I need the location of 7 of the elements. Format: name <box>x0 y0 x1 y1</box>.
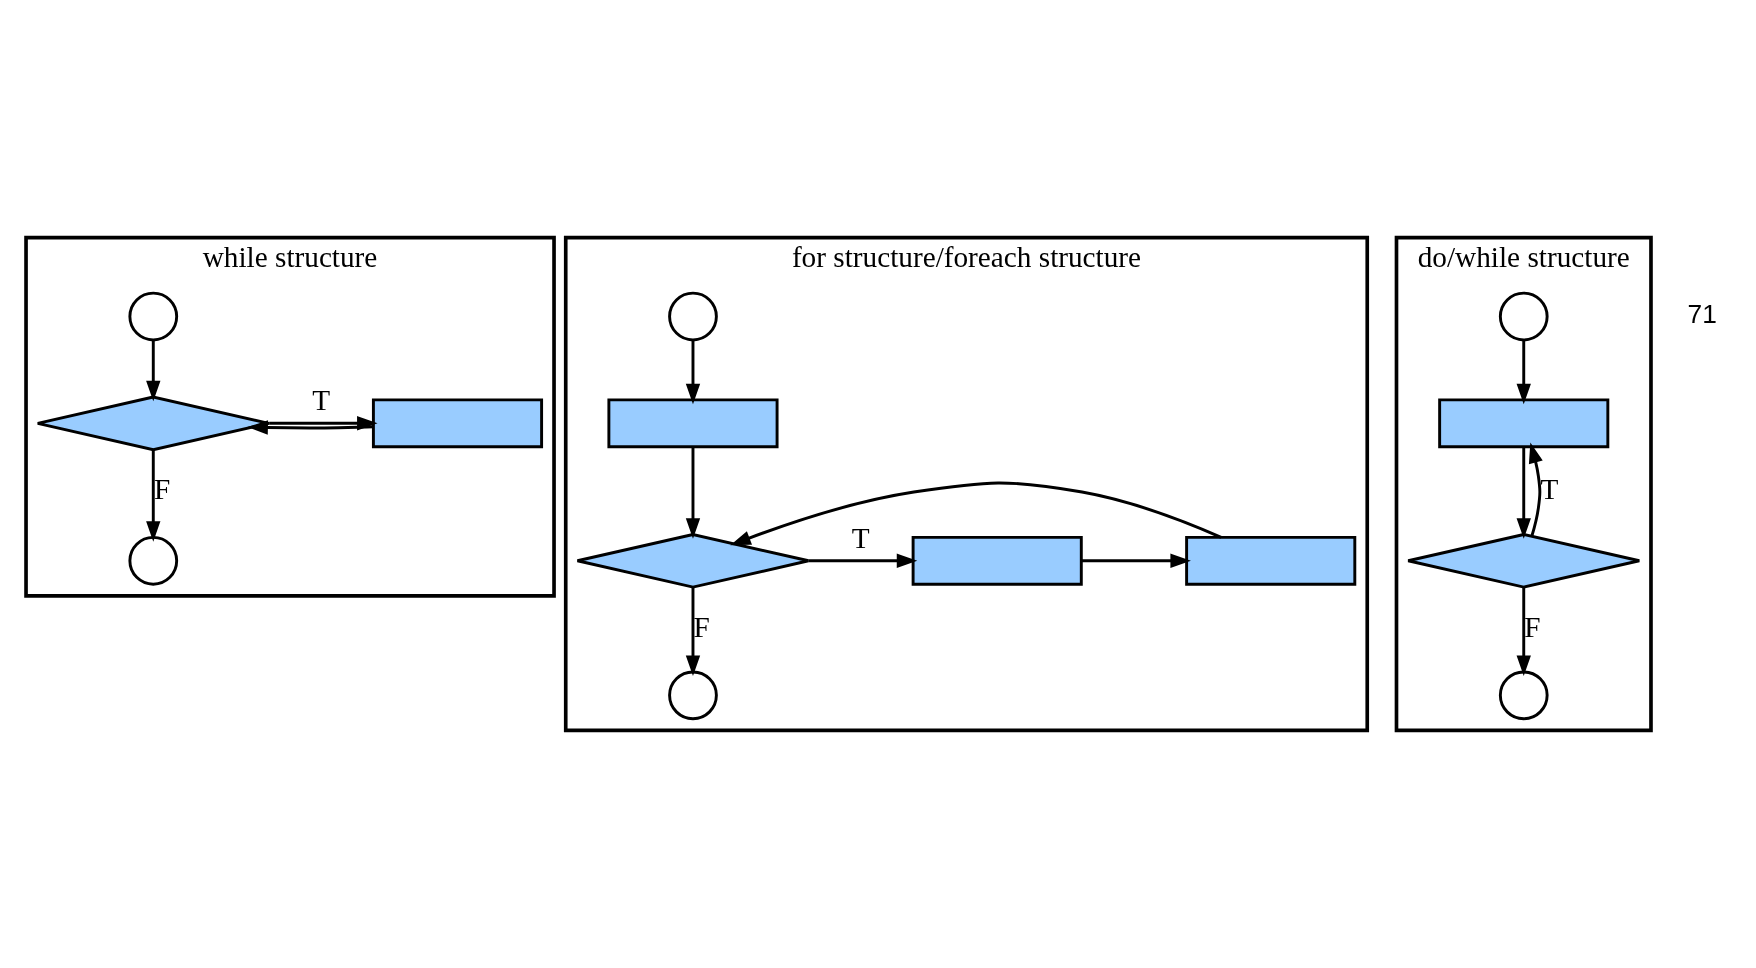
edge-label: T <box>312 384 331 417</box>
edge-label: F <box>1524 610 1541 643</box>
edge-label: T <box>851 521 870 554</box>
edge-label: F <box>693 610 710 643</box>
edge-label: T <box>1540 473 1559 506</box>
edge-label: F <box>153 473 171 506</box>
label: 71 <box>1687 298 1717 329</box>
